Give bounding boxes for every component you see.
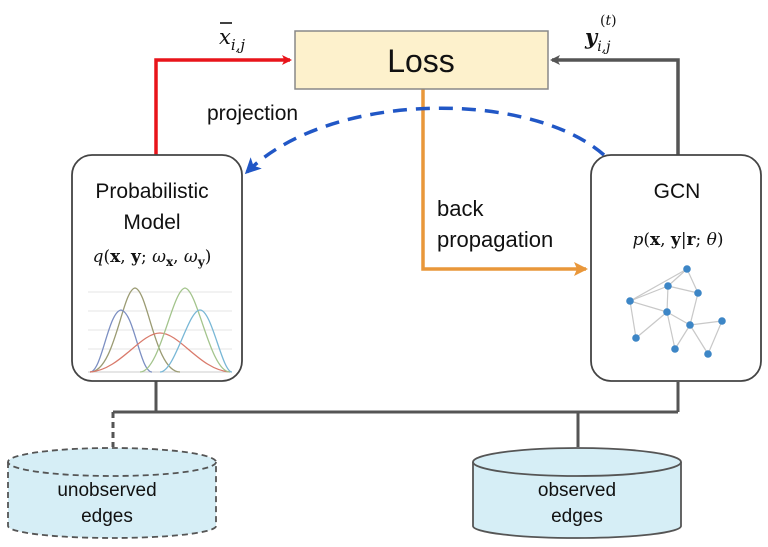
model-title-line1: Probabilistic (95, 180, 208, 203)
graph-node (718, 317, 726, 325)
distribution-curves-image (88, 287, 233, 373)
x-bar-label: xi,j (219, 25, 245, 54)
loss-box: Loss (294, 30, 549, 90)
backprop-label-line2: propagation (437, 227, 553, 252)
graph-node (671, 345, 679, 353)
backprop-arrow (421, 88, 588, 276)
unobserved-edges-database: unobserved edges (7, 447, 217, 539)
graph-node (686, 321, 694, 329)
graph-node (663, 308, 671, 316)
projection-arrow (244, 106, 606, 175)
model-formula: q(x, y; ωx, ωy) (93, 247, 212, 269)
graph-node (704, 350, 712, 358)
bottom-connector (111, 378, 680, 447)
projection-label: projection (207, 102, 298, 125)
backprop-label-line1: back (437, 196, 484, 221)
unobserved-label-line2: edges (81, 506, 133, 527)
x-bar-arrow (154, 55, 292, 155)
graph-node (632, 334, 640, 342)
graph-node (683, 265, 691, 273)
graph-node (664, 282, 672, 290)
loss-label: Loss (387, 43, 455, 79)
gcn-title: GCN (654, 180, 701, 203)
probabilistic-model-box: Probabilistic Model q(x, y; ωx, ωy) (71, 154, 243, 382)
model-title-line2: Model (123, 211, 180, 234)
graph-node (626, 297, 634, 305)
graph-node (694, 289, 702, 297)
unobserved-label-line1: unobserved (57, 480, 156, 501)
observed-label-line2: edges (551, 506, 603, 527)
observed-label-line1: observed (538, 480, 616, 501)
y-superscript: (t) (600, 13, 617, 29)
y-arrow (550, 55, 680, 155)
gcn-box: GCN p(x, y|r; θ) (590, 154, 762, 382)
graph-network-image (626, 265, 726, 358)
observed-edges-database: observed edges (472, 447, 682, 539)
gcn-formula: p(x, y|r; θ) (632, 230, 723, 250)
